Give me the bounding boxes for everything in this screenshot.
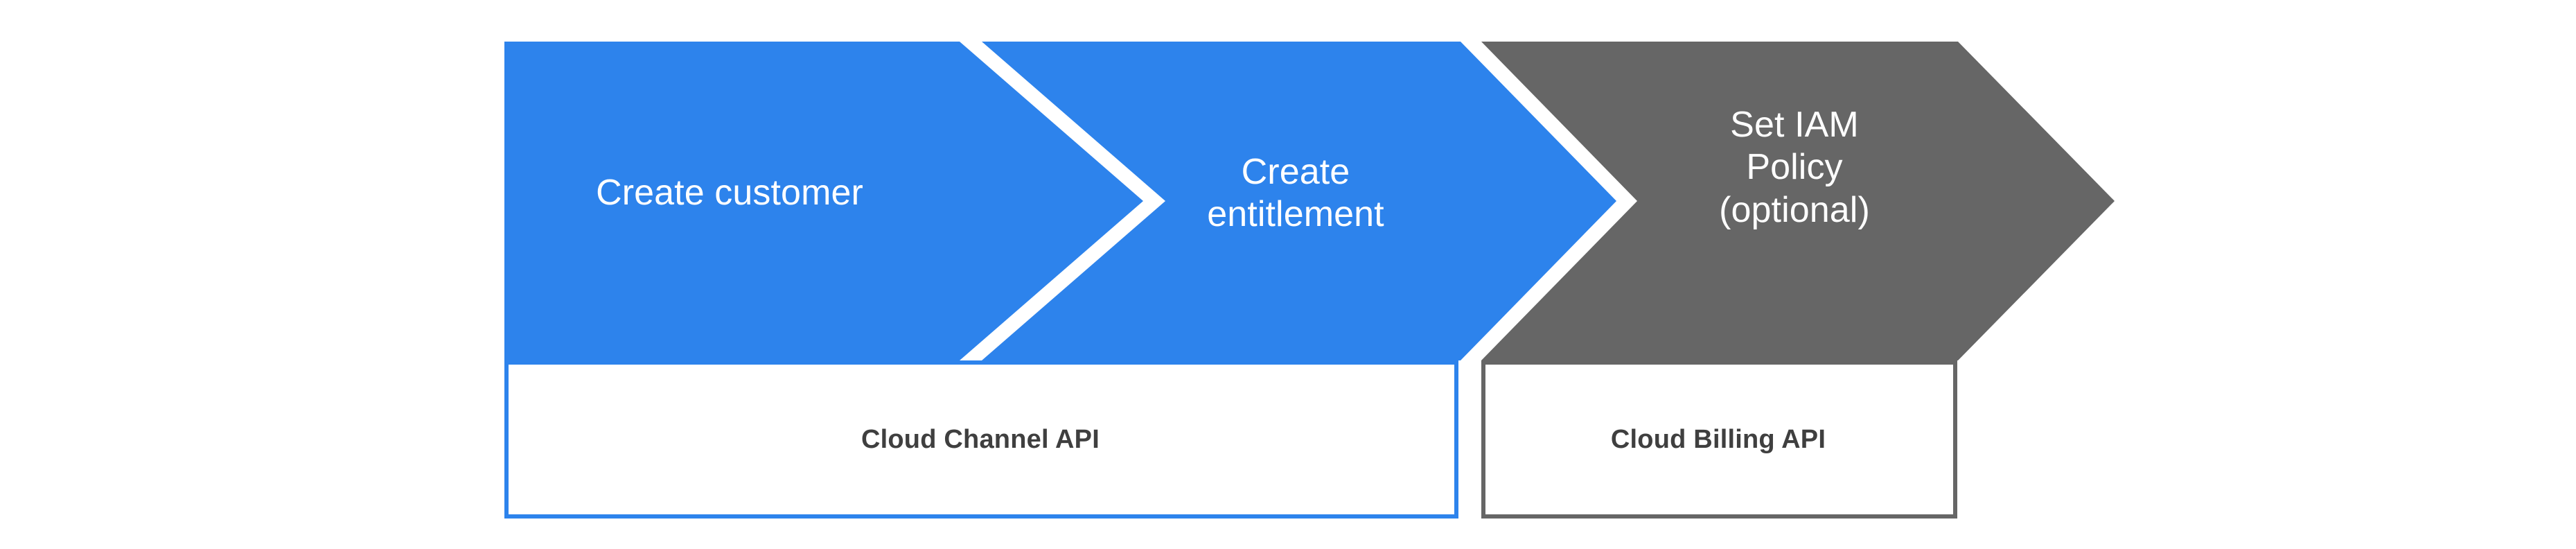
chevron-shape-create-entitlement[interactable] — [982, 42, 1616, 360]
api-box-cloud-billing-api[interactable] — [1481, 360, 1957, 518]
api-box-cloud-channel-api[interactable] — [504, 360, 1458, 518]
chevron-shape-create-customer[interactable] — [504, 42, 1143, 360]
chevron-shape-set-iam-policy[interactable] — [1481, 42, 2115, 360]
